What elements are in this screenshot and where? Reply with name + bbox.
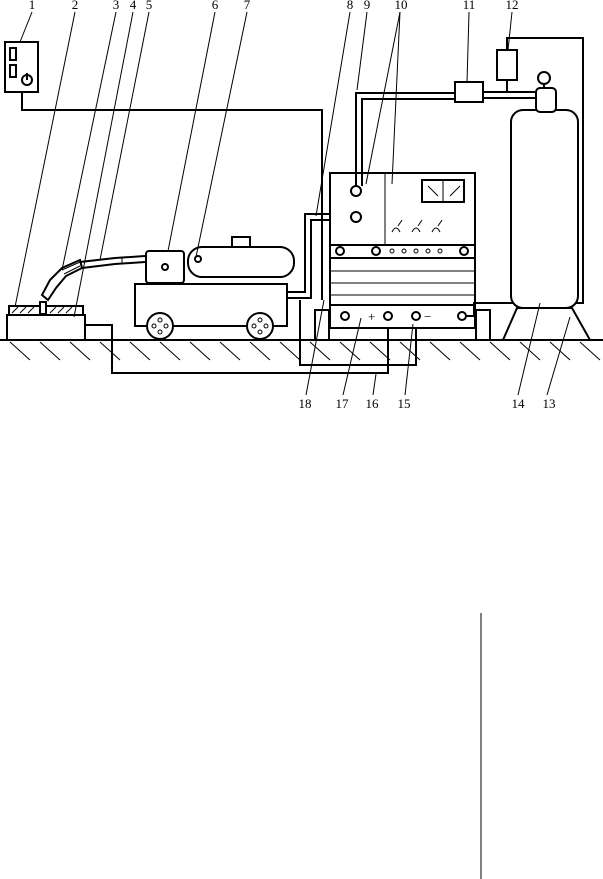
positive-terminal-sign: + [368, 309, 375, 324]
label-9: 9 [364, 0, 371, 12]
leader-lines [14, 11, 571, 396]
label-2: 2 [72, 0, 79, 12]
label-16: 16 [366, 396, 380, 411]
label-12: 12 [506, 0, 519, 12]
part-labels: 1 2 3 4 5 6 7 8 9 10 11 12 13 14 15 16 1… [29, 0, 556, 411]
feeder-control-line [287, 213, 350, 293]
work-cable [85, 318, 389, 374]
power-supply: + − [314, 172, 491, 341]
label-14: 14 [512, 396, 526, 411]
label-5: 5 [146, 0, 153, 12]
workbench [6, 301, 86, 341]
label-10: 10 [395, 0, 408, 12]
gas-hose [355, 92, 455, 186]
label-18: 18 [299, 396, 312, 411]
label-3: 3 [113, 0, 120, 12]
ground [0, 339, 603, 361]
flowmeter [454, 81, 484, 103]
remote-control-box [4, 41, 39, 93]
label-13: 13 [543, 396, 556, 411]
cart [134, 283, 288, 340]
label-17: 17 [336, 396, 350, 411]
gas-cylinder [501, 71, 592, 341]
label-15: 15 [398, 396, 411, 411]
label-1: 1 [29, 0, 36, 12]
label-11: 11 [463, 0, 476, 12]
label-4: 4 [130, 0, 137, 12]
gas-preheater [496, 49, 518, 81]
negative-terminal-sign: − [424, 309, 431, 324]
label-6: 6 [212, 0, 219, 12]
label-7: 7 [244, 0, 251, 12]
welding-torch [40, 257, 116, 302]
wire-conduit [114, 255, 146, 265]
label-8: 8 [347, 0, 354, 12]
torch-cable [299, 300, 417, 366]
wire-reel-tank [187, 236, 295, 278]
control-cable [21, 92, 323, 300]
wire-feeder [145, 250, 185, 284]
